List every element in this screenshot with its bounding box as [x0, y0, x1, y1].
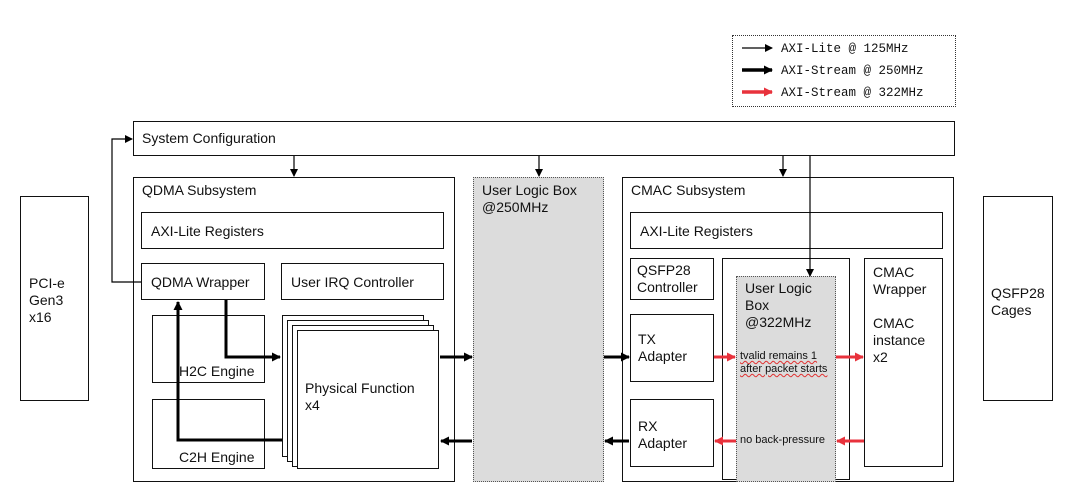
user-irq-controller-label: User IRQ Controller — [291, 274, 414, 290]
user-logic-box-250mhz-label: User Logic Box @250MHz — [482, 182, 577, 215]
physical-function-label: Physical Function x4 — [305, 380, 415, 413]
pcie-label: PCI-e Gen3 x16 — [29, 275, 65, 325]
qsfp28-cages-block: QSFP28 Cages — [983, 196, 1053, 401]
qdma-axi-lite-registers-label: AXI-Lite Registers — [151, 223, 264, 239]
qsfp28-controller-label: QSFP28 Controller — [637, 262, 698, 295]
qsfp28-controller-block: QSFP28 Controller — [630, 258, 714, 300]
legend-axi-lite-label: AXI-Lite @ 125MHz — [781, 42, 909, 56]
system-configuration-label: System Configuration — [142, 130, 276, 146]
tx-adapter-block: TX Adapter — [630, 314, 714, 382]
system-configuration-block: System Configuration — [133, 121, 955, 156]
qdma-axi-lite-registers-block: AXI-Lite Registers — [141, 212, 444, 249]
physfunc-to-wrapper-path — [173, 301, 282, 442]
qdma-wrapper-to-sysconfig-line — [111, 135, 141, 283]
rx-adapter-block: RX Adapter — [630, 399, 714, 467]
qdma-wrapper-label: QDMA Wrapper — [151, 274, 250, 290]
qdma-wrapper-block: QDMA Wrapper — [141, 263, 265, 300]
backpressure-note: no back-pressure — [740, 434, 825, 446]
qdma-subsystem-label: QDMA Subsystem — [142, 182, 257, 198]
cmac-wrapper-block: CMAC Wrapper CMAC instance x2 — [864, 258, 943, 467]
rx-adapter-label: RX Adapter — [638, 418, 688, 451]
wrapper-to-physfunc-path — [224, 300, 281, 362]
pcie-block: PCI-e Gen3 x16 — [20, 196, 89, 401]
cmac-axi-lite-registers-block: AXI-Lite Registers — [630, 212, 943, 249]
c2h-engine-block: C2H Engine — [152, 399, 265, 469]
user-irq-controller-block: User IRQ Controller — [281, 263, 444, 300]
tvalid-note: tvalid remains 1 after packet starts — [740, 350, 827, 376]
cmac-subsystem-label: CMAC Subsystem — [631, 182, 746, 198]
h2c-engine-block: H2C Engine — [152, 315, 265, 383]
user-logic-box-322mhz-label: User Logic Box @322MHz — [745, 280, 812, 330]
qsfp28-cages-label: QSFP28 Cages — [991, 285, 1045, 318]
legend-axi-stream-250-label: AXI-Stream @ 250MHz — [781, 64, 924, 78]
physical-function-block: Physical Function x4 — [297, 330, 439, 469]
tvalid-note-text: tvalid remains 1 after packet starts — [740, 350, 828, 375]
c2h-engine-label: C2H Engine — [179, 449, 255, 465]
legend-axi-stream-322-label: AXI-Stream @ 322MHz — [781, 86, 924, 100]
h2c-engine-label: H2C Engine — [179, 363, 255, 379]
user-logic-box-250mhz: User Logic Box @250MHz — [473, 177, 604, 482]
tx-adapter-label: TX Adapter — [638, 331, 688, 364]
user-logic-box-322mhz: User Logic Box @322MHz tvalid remains 1 … — [736, 276, 836, 482]
cmac-axi-lite-registers-label: AXI-Lite Registers — [640, 223, 753, 239]
cmac-instance-label: CMAC instance x2 — [873, 315, 926, 365]
cmac-wrapper-label: CMAC Wrapper — [873, 264, 927, 297]
